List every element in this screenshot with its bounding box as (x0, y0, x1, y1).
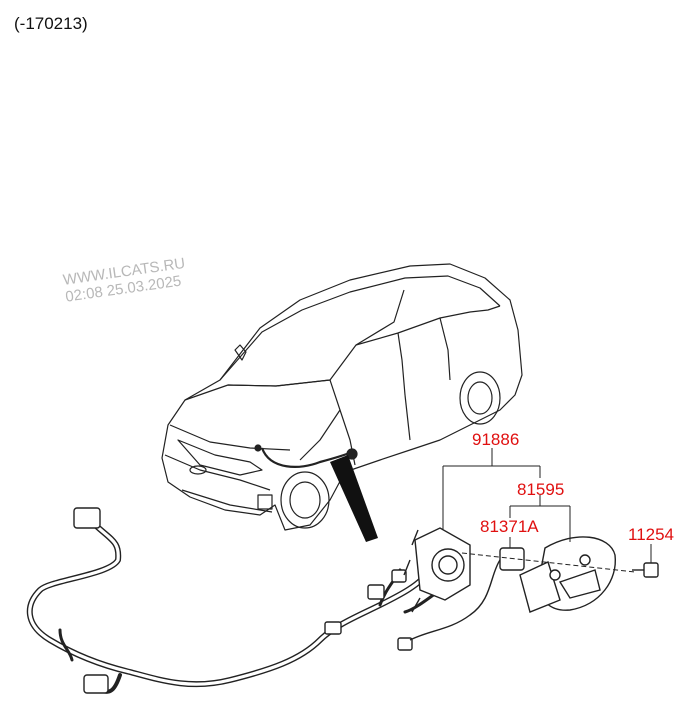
assembly-axis (461, 552, 636, 573)
part-number-81371a[interactable]: 81371A (480, 517, 539, 536)
door-actuator (409, 547, 525, 641)
wire-harness (26, 517, 442, 694)
diagram-caption: (-170213) (14, 14, 88, 33)
car-illustration (161, 263, 523, 531)
part-number-11254[interactable]: 11254 (628, 525, 675, 544)
bolt (632, 562, 659, 578)
part-number-81595[interactable]: 81595 (517, 480, 565, 499)
charging-inlet (403, 527, 471, 613)
pointer-wedge (330, 455, 378, 542)
callout-leaders (442, 448, 652, 563)
part-number-91886[interactable]: 91886 (472, 430, 520, 449)
charge-door (519, 536, 616, 613)
harness-connectors (73, 507, 413, 694)
